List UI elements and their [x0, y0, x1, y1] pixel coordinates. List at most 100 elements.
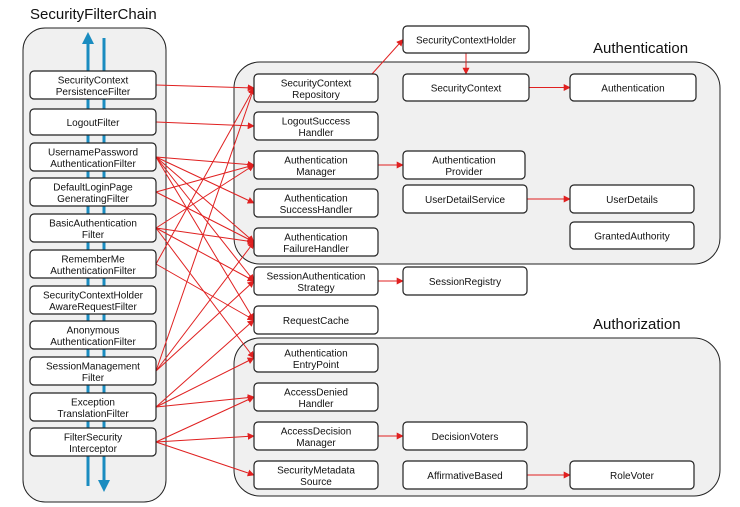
- component-label: EntryPoint: [293, 360, 339, 371]
- component-box: [402, 150, 526, 180]
- component-label: GrantedAuthority: [594, 232, 670, 243]
- filter-label: LogoutFilter: [67, 118, 120, 129]
- component-label: SuccessHandler: [280, 205, 353, 216]
- arrow-f9-to-scr: [155, 87, 256, 372]
- component-label: SecurityContextHolder: [416, 36, 517, 47]
- filter-label: AuthenticationFilter: [50, 159, 136, 170]
- component-ab[interactable]: AffirmativeBased: [402, 460, 528, 490]
- filter-label: Filter: [82, 230, 105, 241]
- component-box: [402, 266, 528, 296]
- filter-label: Anonymous: [67, 325, 120, 336]
- filter-label: UsernamePassword: [48, 147, 138, 158]
- component-uds[interactable]: UserDetailService: [402, 184, 528, 214]
- component-auth[interactable]: Authentication: [569, 73, 697, 102]
- filter-label: SessionManagement: [46, 361, 140, 372]
- arrow-scr-to-sch: [371, 38, 404, 75]
- arrow-f5-to-aep: [155, 227, 255, 359]
- arrow-f3-to-ash: [155, 156, 255, 204]
- arrow-f11-to-sms: [155, 441, 255, 477]
- component-sch[interactable]: SecurityContextHolder: [402, 25, 530, 54]
- filter-label: GeneratingFilter: [57, 194, 129, 205]
- component-label: Authentication: [601, 84, 664, 95]
- component-label: SecurityMetadata: [277, 465, 355, 476]
- component-label: Repository: [292, 90, 340, 101]
- component-label: Authentication: [284, 155, 347, 166]
- filter-box: [29, 392, 157, 422]
- component-label: UserDetailService: [425, 195, 505, 206]
- component-label: UserDetails: [606, 195, 658, 206]
- arrow-f11-to-adm: [155, 432, 255, 443]
- component-label: FailureHandler: [283, 244, 349, 255]
- component-label: RequestCache: [283, 316, 350, 327]
- component-label: Provider: [445, 167, 483, 178]
- component-label: DecisionVoters: [432, 432, 499, 443]
- filter-label: AuthenticationFilter: [50, 266, 136, 277]
- filter-label: BasicAuthentication: [49, 218, 137, 229]
- filter-label: FilterSecurity: [64, 432, 122, 443]
- filter-label: Filter: [82, 373, 105, 384]
- component-ud[interactable]: UserDetails: [569, 184, 695, 214]
- component-label: SecurityContext: [431, 84, 502, 95]
- component-label: Handler: [298, 399, 334, 410]
- arrow-f10-to-aep: [155, 357, 255, 408]
- component-box: [253, 382, 379, 412]
- component-ga[interactable]: GrantedAuthority: [569, 221, 695, 250]
- component-label: Authentication: [284, 348, 347, 359]
- component-label: Manager: [296, 438, 336, 449]
- authorization-panel: [233, 337, 721, 497]
- filter-box: [29, 177, 157, 207]
- filter-label: DefaultLoginPage: [53, 182, 133, 193]
- arrow-f3-to-rc: [155, 156, 255, 321]
- authentication-title: Authentication: [593, 40, 689, 57]
- component-box: [253, 305, 379, 335]
- component-label: LogoutSuccess: [282, 116, 350, 127]
- component-box: [569, 460, 695, 490]
- component-label: AccessDecision: [281, 426, 352, 437]
- arrow-f6-to-scr: [155, 87, 255, 265]
- arrow-f3-to-am: [155, 156, 255, 168]
- component-dv[interactable]: DecisionVoters: [402, 421, 528, 451]
- arrow-f3-to-afh: [155, 156, 255, 243]
- filter-label: Exception: [71, 397, 115, 408]
- filter-box: [29, 213, 157, 243]
- component-sc[interactable]: SecurityContext: [402, 73, 530, 102]
- component-label: AffirmativeBased: [427, 471, 502, 482]
- filter-f2[interactable]: LogoutFilter: [29, 108, 157, 136]
- component-rv[interactable]: RoleVoter: [569, 460, 695, 490]
- filter-label: TranslationFilter: [57, 409, 129, 420]
- arrow-f4-to-am: [155, 163, 255, 193]
- arrow-f11-to-adh: [155, 396, 255, 443]
- component-label: SessionAuthentication: [267, 271, 366, 282]
- filter-label: AwareRequestFilter: [49, 302, 137, 313]
- component-sr[interactable]: SessionRegistry: [402, 266, 528, 296]
- component-rc[interactable]: RequestCache: [253, 305, 379, 335]
- component-box: [402, 73, 530, 102]
- arrow-f10-to-adh: [155, 394, 255, 408]
- component-box: [402, 421, 528, 451]
- arrow-f4-to-afh: [155, 191, 255, 243]
- filter-label: SecurityContext: [58, 75, 129, 86]
- chain-title: SecurityFilterChain: [30, 6, 157, 23]
